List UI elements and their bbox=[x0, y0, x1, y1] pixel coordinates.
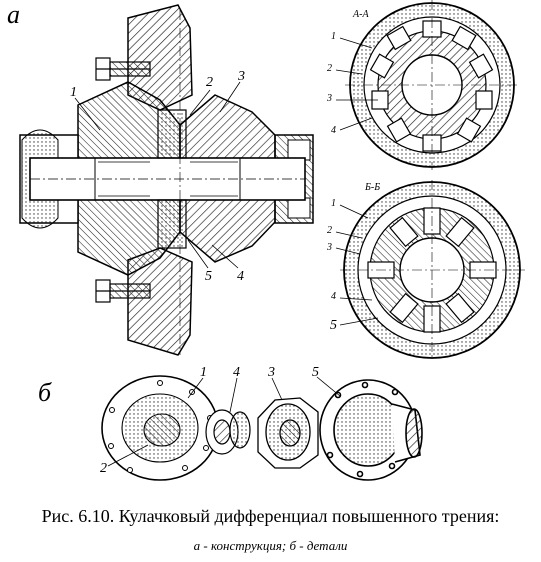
parts-callout-5: 5 bbox=[312, 365, 319, 380]
section-bb-label: Б-Б bbox=[365, 182, 381, 193]
exploded-parts bbox=[101, 375, 423, 481]
bb-callout-2: 2 bbox=[327, 225, 332, 236]
assembly-callout-2: 2 bbox=[206, 75, 213, 90]
panel-a-label: а bbox=[7, 0, 20, 29]
bb-callout-4: 4 bbox=[331, 291, 336, 302]
aa-callout-1: 1 bbox=[331, 31, 336, 42]
assembly-section bbox=[19, 4, 314, 356]
assembly-callout-3: 3 bbox=[238, 69, 245, 84]
section-aa-label: А-А bbox=[353, 9, 369, 20]
bolt-upper bbox=[95, 57, 151, 81]
bb-callout-1: 1 bbox=[331, 198, 336, 209]
bolt-lower bbox=[95, 279, 151, 303]
aa-callout-3: 3 bbox=[327, 93, 332, 104]
cam-separator bbox=[157, 109, 187, 159]
part-separator bbox=[257, 397, 319, 469]
parts-callout-1: 1 bbox=[200, 365, 207, 380]
part-right-housing bbox=[319, 379, 423, 481]
parts-callout-3: 3 bbox=[268, 365, 275, 380]
assembly-callout-5: 5 bbox=[205, 269, 212, 284]
aa-callout-2: 2 bbox=[327, 63, 332, 74]
assembly-callout-1: 1 bbox=[70, 85, 77, 100]
bb-callout-5: 5 bbox=[330, 318, 337, 333]
panel-b-label: б bbox=[38, 378, 52, 407]
section-aa bbox=[335, 0, 520, 170]
figure-caption-title: Рис. 6.10. Кулачковый дифференциал повыш… bbox=[41, 506, 500, 526]
assembly-callout-4: 4 bbox=[237, 269, 244, 284]
aa-callout-4: 4 bbox=[331, 125, 336, 136]
section-bb bbox=[335, 180, 525, 360]
part-inner-cam bbox=[205, 409, 251, 455]
parts-callout-2: 2 bbox=[100, 461, 107, 476]
figure-caption-subtitle: а - конструкция; б - детали bbox=[193, 538, 348, 553]
parts-callout-4: 4 bbox=[233, 365, 240, 380]
bb-callout-3: 3 bbox=[327, 242, 332, 253]
